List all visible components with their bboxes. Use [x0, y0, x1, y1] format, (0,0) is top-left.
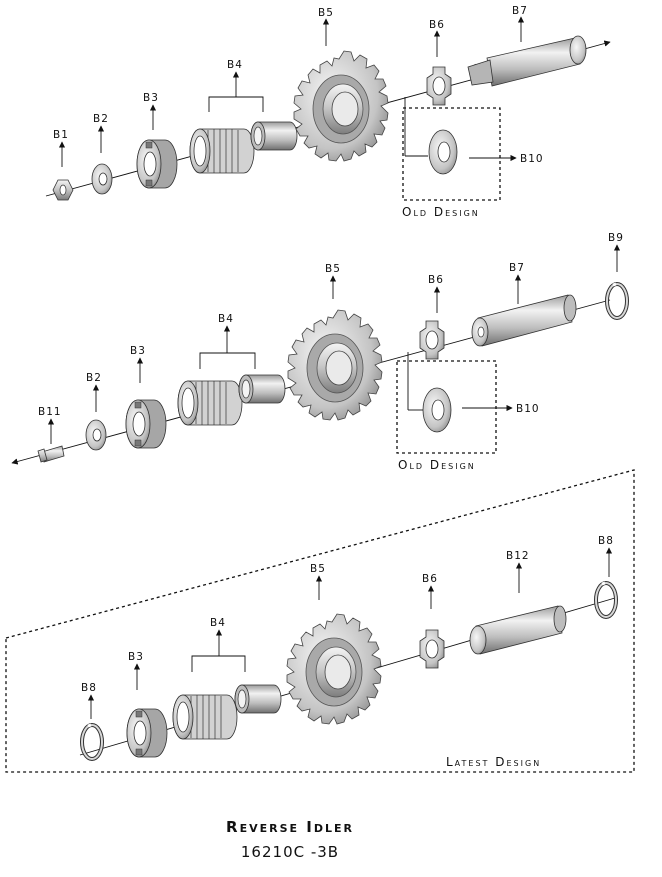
part-b3-collar [136, 139, 178, 189]
label-b10: B10 [516, 403, 540, 415]
label-b6: B6 [429, 19, 445, 31]
label-b5: B5 [325, 263, 341, 275]
diagram-title: Reverse Idler [226, 818, 354, 836]
part-b7-shaft [467, 35, 587, 87]
part-b9-snap-ring [605, 282, 629, 320]
part-b8-snap-ring-right [594, 581, 618, 619]
label-b2: B2 [86, 372, 102, 384]
latest-design-caption: Latest Design [446, 755, 541, 769]
part-b12-shaft [469, 605, 567, 655]
part-b3-collar [126, 708, 168, 758]
label-b1: B1 [53, 129, 69, 141]
label-b11: B11 [38, 406, 62, 418]
label-b9: B9 [608, 232, 624, 244]
part-b1-nut [52, 179, 74, 201]
label-b10: B10 [520, 153, 544, 165]
label-b4: B4 [218, 313, 234, 325]
part-b10-washer [428, 129, 458, 175]
label-b4: B4 [227, 59, 243, 71]
label-b6: B6 [422, 573, 438, 585]
part-b2-washer [91, 163, 113, 195]
part-b6-thrust-washer [426, 66, 452, 106]
old-design-box [402, 107, 501, 201]
part-b6-thrust-washer [419, 320, 445, 360]
label-b2: B2 [93, 113, 109, 125]
part-b4-bushing [234, 684, 282, 714]
label-b3: B3 [143, 92, 159, 104]
part-b10-washer [422, 387, 452, 433]
label-b7: B7 [509, 262, 525, 274]
label-b3: B3 [128, 651, 144, 663]
label-b8-right: B8 [598, 535, 614, 547]
assembly-3: B8 B3 B4 B5 B6 B12 B8 Latest Design [5, 469, 635, 773]
old-design-box [396, 360, 497, 454]
part-b2-washer [85, 419, 107, 451]
part-b4-bearing [177, 380, 243, 426]
assembly-2: B11 B2 B3 B4 B5 B6 B7 B9 B10 Old Design [11, 232, 629, 472]
label-b4: B4 [210, 617, 226, 629]
part-b4-bushing [238, 374, 286, 404]
part-b5-gear [286, 613, 382, 725]
part-b3-collar [125, 399, 167, 449]
label-b5: B5 [318, 7, 334, 19]
old-design-caption: Old Design [398, 458, 476, 472]
part-b4-bushing [250, 121, 298, 151]
part-b5-gear [287, 309, 383, 421]
part-number: 16210C -3B [240, 843, 340, 861]
part-b4-bearing [189, 128, 255, 174]
assembly-1: B1 B2 B3 B4 B5 B6 B7 B10 Old Design [45, 5, 611, 219]
label-b6: B6 [428, 274, 444, 286]
latest-design-box [5, 469, 635, 773]
label-b3: B3 [130, 345, 146, 357]
part-b11-bolt [37, 445, 65, 463]
label-b5: B5 [310, 563, 326, 575]
label-b8-left: B8 [81, 682, 97, 694]
label-b12: B12 [506, 550, 530, 562]
old-design-caption: Old Design [402, 205, 480, 219]
part-b7-shaft [471, 294, 577, 347]
part-b6-thrust-washer [419, 629, 445, 669]
label-b7: B7 [512, 5, 528, 17]
part-b4-bearing [172, 694, 238, 740]
part-b8-snap-ring-left [80, 723, 104, 761]
part-b5-gear [293, 50, 389, 162]
